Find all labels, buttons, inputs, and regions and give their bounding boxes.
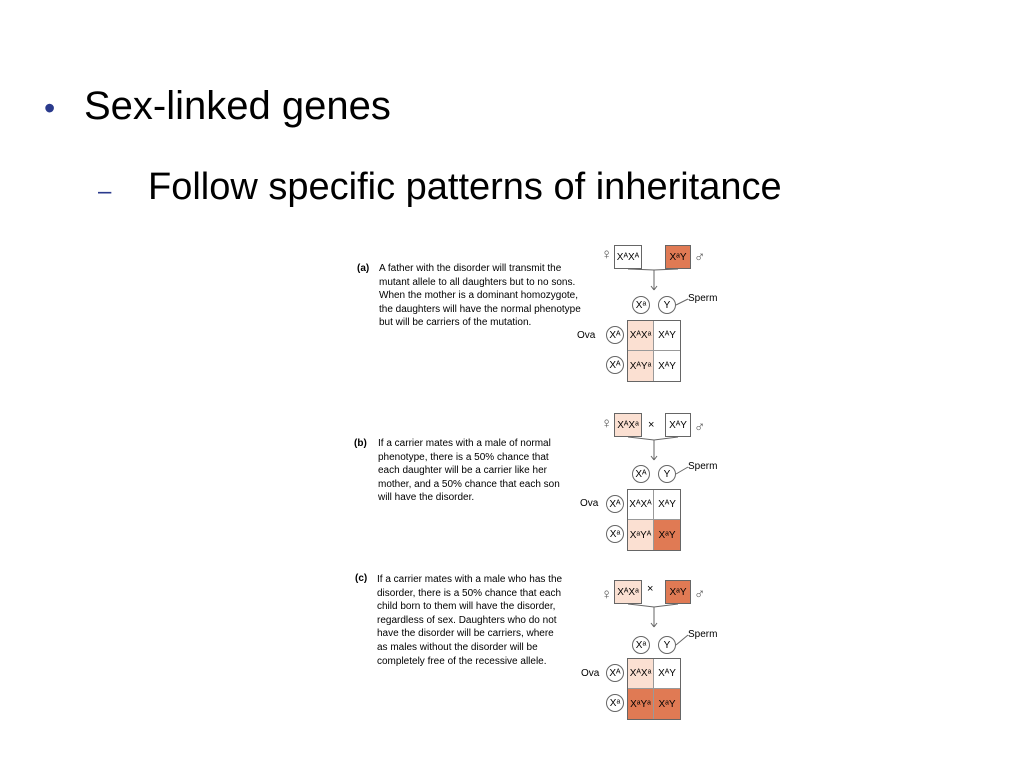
sperm-allele-circle: Y [658,636,676,654]
female-symbol: ♀ [601,415,613,432]
sperm-allele-circle: Y [658,465,676,483]
female-parent-genotype: XᴬXᵃ [614,413,642,437]
female-symbol: ♀ [601,586,613,603]
connector-line [653,603,679,608]
panel-label: (b) [354,438,367,449]
ova-allele-circle: Xᴬ [606,326,624,344]
punnett-cell: XᴬY [654,351,680,381]
connector-line [675,634,689,646]
connector-line [650,285,655,291]
ova-label: Ova [580,498,599,509]
connector-line [627,436,655,441]
connector-line [653,285,658,291]
connector-line [650,455,655,461]
punnett-cell: XᴬY [654,321,680,351]
panel-description: If a carrier mates with a male who has t… [377,574,563,667]
connector-line [653,436,679,441]
connector-line [627,603,655,608]
connector-line [675,466,689,475]
sub-bullet-text: Follow specific patterns of inheritance [148,166,782,208]
ova-allele-circle: Xᵃ [606,525,624,543]
sperm-allele-circle: Xᴬ [632,465,650,483]
male-symbol: ♂ [694,586,706,603]
punnett-cell: XᴬY [654,659,680,689]
connector-line [675,298,689,306]
sperm-label: Sperm [688,629,718,640]
ova-allele-circle: Xᵃ [606,694,624,712]
punnett-cell: XᴬYᵃ [628,351,654,381]
punnett-cell: XᵃY [654,520,680,550]
main-bullet-text: Sex-linked genes [84,84,391,128]
panel-description: A father with the disorder will transmit… [379,263,581,329]
ova-allele-circle: Xᴬ [606,356,624,374]
male-parent-genotype: XᴬY [665,413,691,437]
female-parent-genotype: XᴬXᴬ [614,245,642,269]
connector-line [627,268,655,271]
female-parent-genotype: XᴬXᵃ [614,580,642,604]
cross-symbol: × [648,419,655,431]
connector-line [653,268,679,271]
sperm-label: Sperm [688,293,718,304]
bullet-marker: • [44,90,56,126]
punnett-cell: XᴬY [654,490,680,520]
sperm-allele-circle: Xᵃ [632,296,650,314]
punnett-cell: XᴬXᴬ [628,490,654,520]
ova-label: Ova [577,330,596,341]
panel-label: (c) [355,573,368,584]
punnett-cell: XᵃYᵃ [628,689,654,719]
male-symbol: ♂ [694,249,706,266]
punnett-cell: XᴬXᵃ [628,321,654,351]
female-symbol: ♀ [601,246,613,263]
male-parent-genotype: XᵃY [665,580,691,604]
connector-line [653,622,658,628]
connector-line [653,455,658,461]
sub-bullet: – Follow specific patterns of inheritanc… [98,166,782,209]
punnett-cell: XᵃYᴬ [628,520,654,550]
sperm-allele-circle: Xᵃ [632,636,650,654]
punnett-cell: XᴬXᵃ [628,659,654,689]
sub-bullet-marker: – [98,178,112,205]
main-bullet: • Sex-linked genes [44,84,391,129]
connector-line [650,622,655,628]
punnett-cell: XᵃY [654,689,680,719]
cross-symbol: × [647,583,654,595]
ova-allele-circle: Xᴬ [606,664,624,682]
panel-description: If a carrier mates with a male of normal… [378,438,560,504]
sperm-allele-circle: Y [658,296,676,314]
sperm-label: Sperm [688,461,718,472]
male-parent-genotype: XᵃY [665,245,691,269]
ova-allele-circle: Xᴬ [606,495,624,513]
male-symbol: ♂ [694,419,706,436]
ova-label: Ova [581,668,600,679]
panel-label: (a) [357,263,370,274]
